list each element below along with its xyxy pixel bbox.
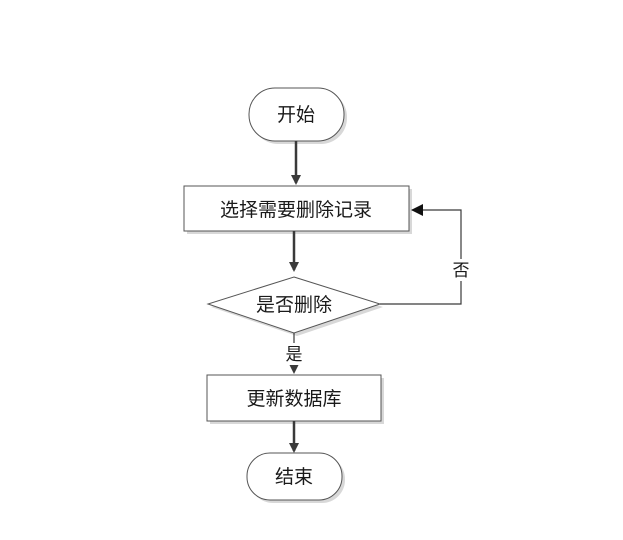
select-record-label: 选择需要删除记录 [220, 199, 372, 221]
delete-decision-label: 是否删除 [256, 294, 332, 316]
yes-label-bg [283, 343, 305, 365]
update-database-label: 更新数据库 [246, 388, 341, 410]
start-node: 开始 [248, 87, 347, 144]
select-record-node: 选择需要删除记录 [183, 185, 412, 234]
edge-decision-no-loop [380, 204, 462, 305]
start-node-label: 开始 [277, 104, 315, 126]
end-node-label: 结束 [275, 466, 313, 488]
delete-decision-node: 是否删除 [206, 276, 383, 336]
end-node: 结束 [246, 452, 345, 503]
no-label-bg [450, 259, 472, 281]
edge-yes-label: 是 [286, 345, 303, 365]
update-database-node: 更新数据库 [206, 374, 384, 424]
edge-no-label: 否 [453, 261, 470, 281]
